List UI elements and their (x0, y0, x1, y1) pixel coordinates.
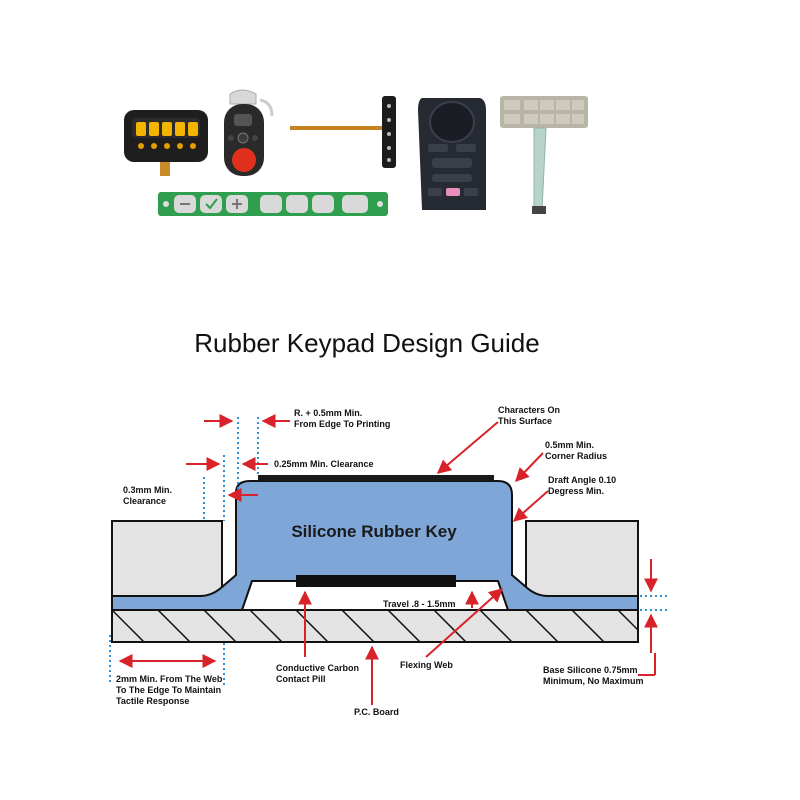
label-corner-radius: 0.5mm Min. Corner Radius (545, 440, 607, 461)
label-pc-board: P.C. Board (354, 707, 399, 717)
label-draft-angle: Draft Angle 0.10 Degress Min. (548, 475, 619, 496)
label-carbon-pill: Conductive Carbon Contact Pill (276, 663, 362, 684)
label-base-silicone: Base Silicone 0.75mm Minimum, No Maximum (543, 665, 644, 686)
yellow-button-membrane-keypad (124, 110, 208, 176)
label-travel: Travel .8 - 1.5mm (383, 599, 456, 609)
label-flexing-web: Flexing Web (400, 660, 453, 670)
product-photos (124, 89, 588, 216)
pc-board (111, 609, 639, 643)
label-characters: Characters On This Surface (498, 405, 563, 426)
dimension-lines (109, 417, 670, 685)
handheld-remote-keypad (224, 89, 274, 176)
black-telescope-controller-keypad (418, 98, 486, 210)
label-radius-edge: R. + 0.5mm Min. From Edge To Printing (294, 408, 390, 429)
conductive-carbon-pill (296, 575, 456, 587)
green-pcb-rubber-keypad-strip (158, 192, 388, 216)
printing-surface (258, 475, 494, 481)
vertical-strip-keypad-with-flex-cable (290, 96, 396, 168)
keypad-cross-section-diagram: Silicone Rubber Key (109, 405, 670, 717)
guide-title: Rubber Keypad Design Guide (194, 328, 540, 358)
label-clearance-03: 0.3mm Min. Clearance (123, 485, 175, 506)
label-clearance-025: 0.25mm Min. Clearance (274, 459, 374, 469)
key-label: Silicone Rubber Key (291, 522, 457, 541)
label-web-edge: 2mm Min. From The Web To The Edge To Mai… (116, 674, 225, 706)
grey-membrane-switch-with-ribbon (500, 96, 588, 214)
silicone-rubber-key (111, 480, 639, 611)
